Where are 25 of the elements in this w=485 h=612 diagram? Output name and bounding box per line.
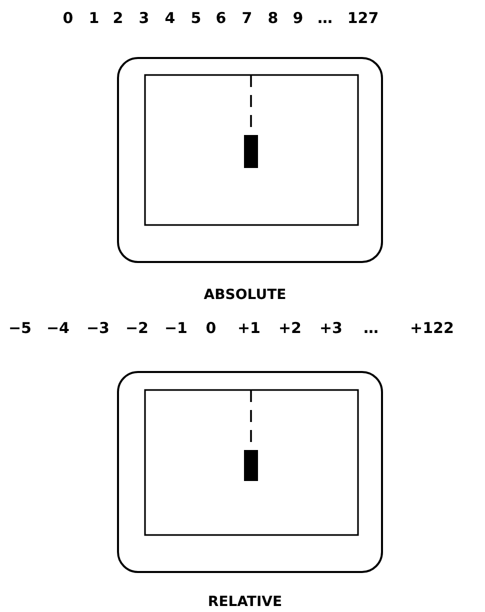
scale-value: 7 (242, 9, 252, 27)
scale-value: −3 (86, 319, 110, 337)
scale-value: −5 (8, 319, 32, 337)
mode-caption: ABSOLUTE (204, 287, 286, 303)
scale-value: 127 (347, 9, 379, 27)
scale-value: +1 (238, 319, 260, 337)
scale-value: +2 (278, 319, 302, 337)
scale-value: 6 (216, 9, 226, 27)
scale-value: 1 (88, 9, 100, 27)
scale-value: … (364, 319, 378, 337)
scale-value: 4 (164, 9, 176, 27)
mode-caption: RELATIVE (208, 594, 282, 610)
scale-value: −2 (126, 319, 148, 337)
scale-value: +122 (410, 319, 454, 337)
scale-value: 5 (190, 9, 202, 27)
scale-value: 8 (268, 9, 278, 27)
scale-value: −4 (46, 319, 70, 337)
scale-value: … (318, 9, 332, 27)
scale-value: −1 (164, 319, 188, 337)
scale-value: 0 (62, 9, 74, 27)
scale-value: 9 (292, 9, 304, 27)
scale-value: +3 (320, 319, 342, 337)
scale-value: 3 (138, 9, 150, 27)
scale-value: 0 (206, 319, 216, 337)
scale-value: 2 (112, 9, 124, 27)
